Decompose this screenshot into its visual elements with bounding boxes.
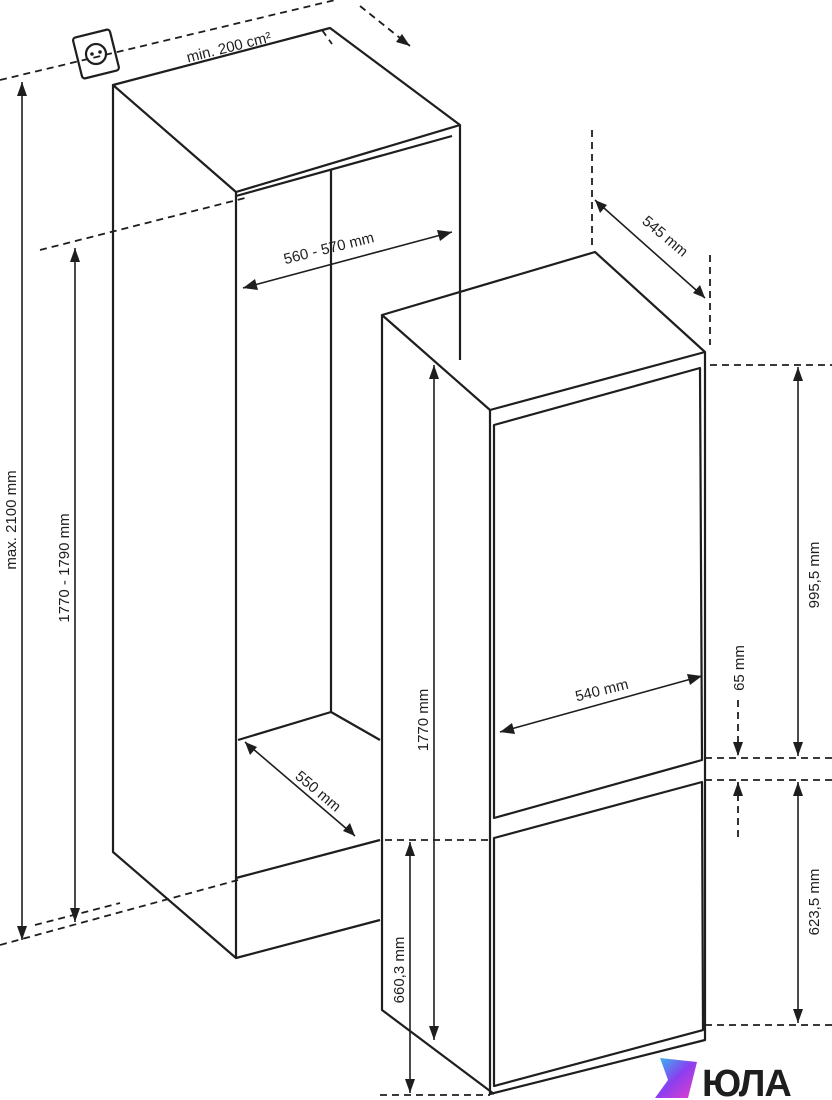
- cabinet-left-side: [111, 85, 237, 959]
- fridge-front: [488, 352, 707, 1096]
- fridge-lower-door: [492, 780, 705, 1088]
- label-appliance-depth: 545 mm: [639, 213, 691, 261]
- label-upper-door: 995,5 mm: [806, 542, 823, 609]
- label-vent-area: min. 200 cm²: [185, 29, 273, 66]
- fridge-appliance: [380, 250, 707, 1096]
- brand-logo: ЮЛА: [655, 1058, 792, 1100]
- fridge-left-side: [380, 315, 495, 1095]
- cabinet-top: [111, 26, 462, 194]
- fridge-top: [380, 250, 707, 412]
- brand-logo-text: ЮЛА: [702, 1063, 791, 1100]
- cabinet-inner-front: [235, 134, 453, 198]
- brand-logo-mark: [655, 1058, 697, 1098]
- label-lower-door: 623,5 mm: [806, 869, 823, 936]
- label-niche-width: 560 - 570 mm: [282, 229, 376, 268]
- label-niche-depth: 550 mm: [292, 768, 344, 816]
- label-gap: 65 mm: [731, 645, 748, 691]
- cabinet-floor: [237, 710, 381, 742]
- label-appliance-height: 1770 mm: [415, 689, 432, 752]
- label-appliance-width: 540 mm: [574, 676, 631, 706]
- cabinet-plinth: [235, 838, 381, 880]
- fridge-upper-door: [492, 366, 704, 820]
- label-max-height: max. 2100 mm: [3, 470, 20, 569]
- cabinet-niche: [111, 26, 462, 960]
- label-niche-height: 1770 - 1790 mm: [56, 513, 73, 622]
- label-lower-door-bottom: 660,3 mm: [391, 937, 408, 1004]
- cabinet-front-frame: [234, 192, 381, 960]
- socket-icon: [72, 28, 120, 80]
